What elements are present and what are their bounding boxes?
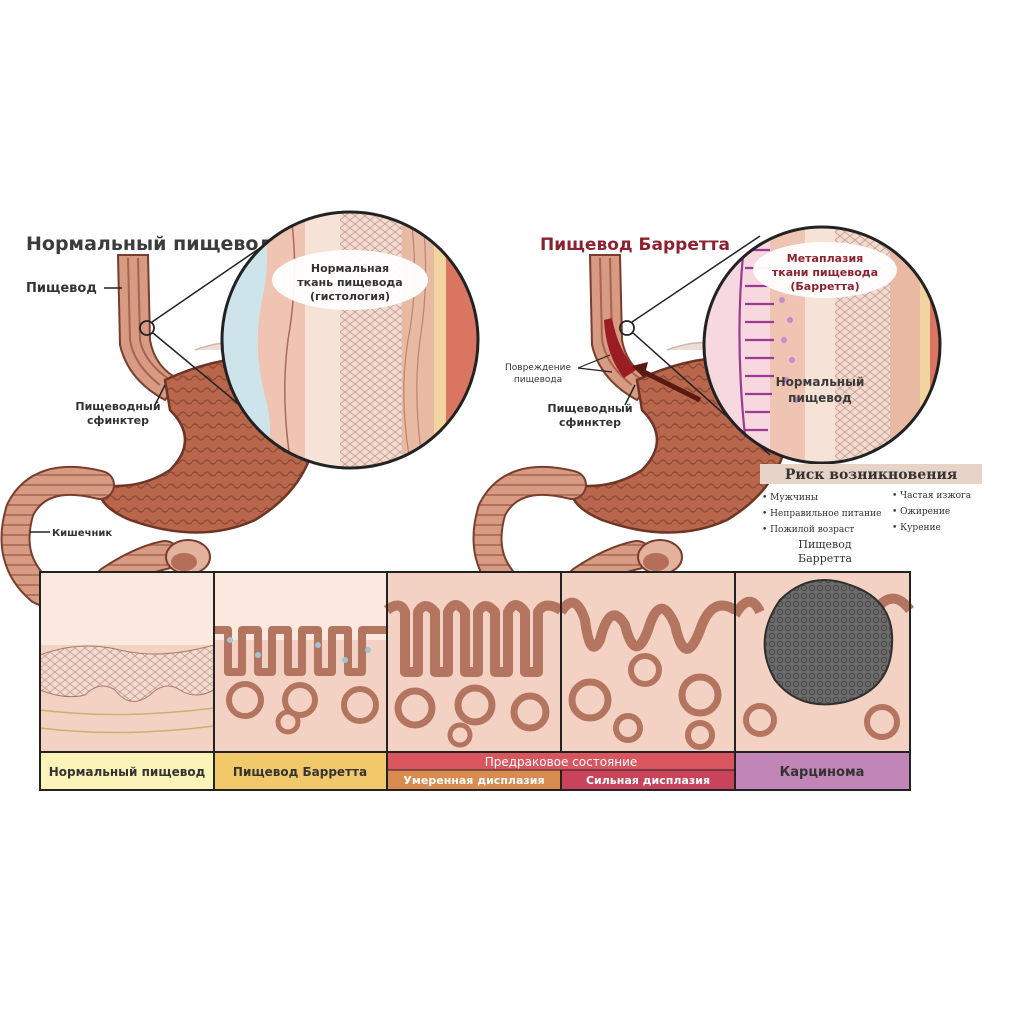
- risk-item: • Курение: [892, 523, 941, 533]
- bubble-line-1: Нормальная: [311, 262, 389, 275]
- bubble-line-2: ткань пищевода: [297, 276, 402, 289]
- stage-label-severe-bg: [562, 770, 734, 789]
- barrett-label-sphincter-2: сфинктер: [559, 416, 621, 429]
- label-sphincter-2: сфинктер: [87, 414, 149, 427]
- stage-panel-normal: [39, 644, 215, 752]
- stage-label-precancer-bg: [388, 753, 734, 770]
- magnifier-spot: [139, 320, 155, 336]
- risk-title-bar: [760, 464, 982, 484]
- risk-subtitle-1: Пищевод: [798, 538, 851, 551]
- barrett-bubble-line-2: ткани пищевода: [772, 266, 878, 279]
- tumor: [763, 579, 894, 706]
- risk-item: • Пожилой возраст: [762, 525, 854, 535]
- left-panel-title: Нормальный пищевод: [26, 233, 274, 255]
- stage-panel-moderate: [383, 572, 564, 752]
- label-damage-1: Повреждение: [505, 363, 571, 373]
- label-damage-2: пищевода: [514, 375, 562, 385]
- reflux-arrow: [638, 367, 702, 403]
- risk-item: • Мужчины: [762, 493, 818, 503]
- normal-esophagus-label-1: Нормальный: [776, 375, 865, 389]
- stage-label-normal-bg: [41, 753, 213, 789]
- stage-label-normal: Нормальный пищевод: [49, 765, 206, 779]
- barrett-bubble: [753, 242, 897, 298]
- bubble-line-3: (гистология): [310, 290, 390, 303]
- stages-strip: Нормальный пищевод Пищевод Барретта Пред…: [39, 571, 914, 791]
- barrett-label-sphincter-1: Пищеводный: [547, 402, 632, 415]
- stage-label-precancer: Предраковое состояние: [485, 755, 638, 769]
- label-intestine: Кишечник: [52, 528, 112, 539]
- stage-label-carcinoma: Карцинома: [780, 765, 865, 780]
- stage-label-barrett-bg: [215, 753, 386, 789]
- normal-esophagus-label-2: пищевод: [788, 391, 852, 405]
- stage-label-barrett: Пищевод Барретта: [233, 765, 367, 779]
- risk-box: Риск возникновения • Мужчины • Неправиль…: [760, 464, 982, 565]
- right-panel-title: Пищевод Барретта: [540, 235, 730, 255]
- stage-panel-barrett: [214, 626, 387, 752]
- barrett-bubble-line-1: Метаплазия: [787, 252, 863, 265]
- risk-item: • Частая изжога: [892, 491, 972, 501]
- label-esophagus: Пищевод: [26, 281, 97, 296]
- barrett-bubble-line-3: (Барретта): [790, 280, 859, 293]
- risk-title: Риск возникновения: [785, 467, 957, 483]
- risk-subtitle-2: Барретта: [798, 552, 852, 565]
- label-sphincter-1: Пищеводный: [75, 400, 160, 413]
- stage-label-severe: Сильная дисплазия: [586, 774, 710, 787]
- risk-item: • Ожирение: [892, 507, 950, 517]
- esophagus-damage: [604, 318, 636, 378]
- histology-bubble: [272, 250, 428, 310]
- risk-item: • Неправильное питание: [762, 509, 881, 519]
- stage-label-moderate: Умеренная дисплазия: [403, 774, 544, 787]
- stage-panel-carcinoma: [730, 572, 914, 752]
- stage-label-carcinoma-bg: [736, 753, 909, 789]
- left-panel: Нормальный пищевод: [0, 210, 480, 613]
- stage-panel-severe: [556, 572, 738, 752]
- right-panel: Пищевод Барретта: [472, 225, 942, 613]
- stage-label-moderate-bg: [388, 770, 560, 789]
